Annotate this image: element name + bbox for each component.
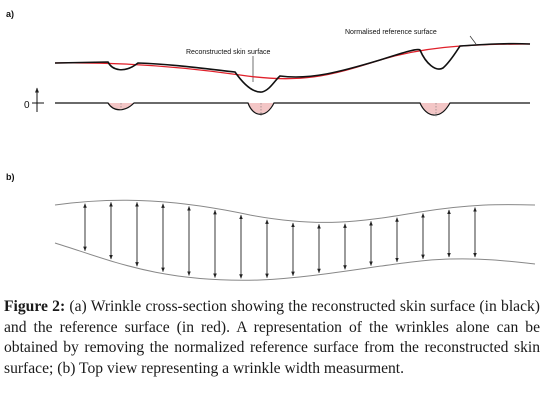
wrinkle-baseline-curve [55, 102, 530, 116]
reference-label-leader [469, 35, 477, 45]
panel-a-label: a) [6, 9, 14, 19]
wrinkle-fill [248, 103, 274, 114]
wrinkle-bottom-edge [54, 242, 536, 281]
figure-label: Figure 2: [4, 298, 66, 315]
figure-caption: Figure 2: (a) Wrinkle cross-section show… [4, 297, 540, 379]
panel-b-label: b) [6, 172, 15, 182]
reconstructed-surface-label: Reconstructed skin surface [186, 49, 271, 56]
wrinkle-figure: a) Normalised reference surface Reconstr… [6, 9, 536, 281]
wrinkle-fill [420, 103, 450, 115]
wrinkle-top-edge [54, 199, 536, 223]
reference-surface-curve [54, 43, 531, 80]
caption-text: (a) Wrinkle cross-section showing the re… [4, 298, 540, 377]
reference-surface-label: Normalised reference surface [345, 29, 437, 36]
width-measurement-arrows [83, 201, 477, 279]
reconstructed-surface-curve [54, 42, 531, 93]
zero-label: 0 [24, 100, 30, 111]
